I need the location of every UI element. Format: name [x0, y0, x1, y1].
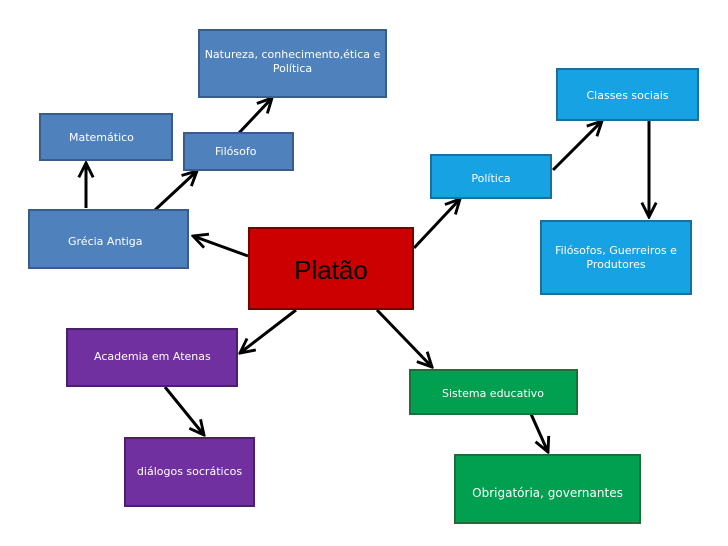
arrow-center-to-academia: [240, 308, 297, 353]
matematico-label: Matemático: [69, 131, 134, 144]
arrow-sistema-to-obrigatoria: [529, 413, 548, 452]
matematico-node: Matemático: [39, 113, 173, 161]
filosofo-label: Filósofo: [215, 145, 257, 158]
sistema-educativo-label: Sistema educativo: [442, 387, 544, 400]
politica-label: Política: [471, 172, 511, 185]
filosofos-guerreiros-node: Filósofos, Guerreiros e Produtores: [540, 220, 692, 295]
academia-label: Academia em Atenas: [94, 350, 211, 363]
arrow-filosofo-to-natureza: [236, 98, 272, 136]
politica-node: Política: [430, 154, 552, 199]
arrow-center-to-sistema: [375, 308, 432, 367]
obrigatoria-label: Obrigatória, governantes: [472, 486, 623, 500]
filosofos-guerreiros-label: Filósofos, Guerreiros e Produtores: [555, 244, 677, 271]
platao-title: Platão: [294, 255, 368, 285]
grecia-antiga-node: Grécia Antiga: [28, 209, 189, 269]
arrow-grecia-to-filosofo: [153, 171, 197, 212]
natureza-node: Natureza, conhecimento,ética e Política: [198, 29, 387, 98]
arrow-academia-to-dialogos: [163, 386, 204, 435]
filosofo-node: Filósofo: [183, 132, 294, 171]
natureza-label: Natureza, conhecimento,ética e Política: [204, 48, 381, 75]
academia-node: Academia em Atenas: [66, 328, 238, 387]
dialogos-label: diálogos socráticos: [136, 465, 243, 478]
dialogos-node: diálogos socráticos: [124, 437, 255, 507]
sistema-educativo-node: Sistema educativo: [409, 369, 578, 415]
obrigatoria-node: Obrigatória, governantes: [454, 454, 641, 524]
classes-sociais-node: Classes sociais: [556, 68, 699, 121]
platao-center-node: Platão: [248, 227, 414, 310]
arrow-politica-to-classes: [551, 121, 602, 172]
arrow-center-to-grecia: [193, 236, 249, 258]
classes-sociais-label: Classes sociais: [586, 89, 669, 102]
grecia-antiga-label: Grécia Antiga: [68, 235, 143, 248]
arrow-center-to-politica: [412, 199, 460, 250]
